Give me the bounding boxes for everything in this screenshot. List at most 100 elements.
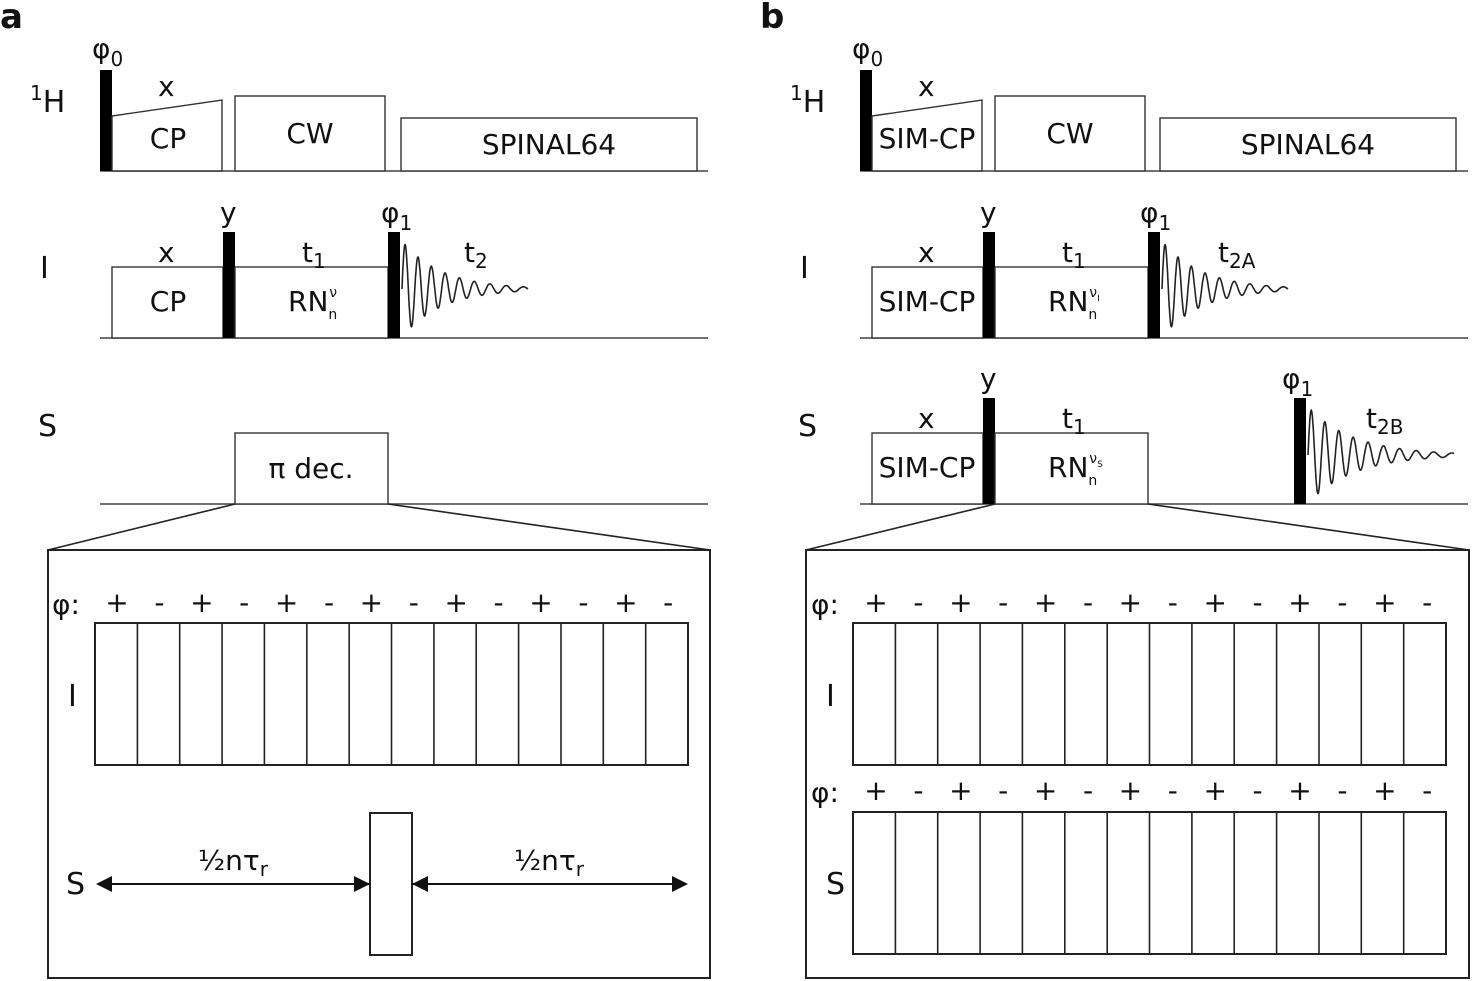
panel-a-inset-sign: + (529, 586, 552, 619)
panel-a-inset-frame (47, 549, 711, 979)
panel-b-s-channel: S x SIM-CP y t1 RNnνS φ1 t2B (798, 362, 1468, 505)
panel-b-i-phase: φ1 (1140, 196, 1171, 235)
panel-a-i-y-label: y (220, 196, 237, 229)
panel-b-inset-i-sign: - (1422, 586, 1432, 619)
panel-a-h-cp-ramp (111, 99, 223, 172)
panel-b-s-recoupling-block (994, 432, 1149, 505)
panel-b-h-channel: 1H φ0 x SIM-CP CW SPINAL64 (790, 32, 1468, 172)
panel-a-inset-sign: - (663, 586, 673, 619)
panel-b-inset-frame (805, 549, 1470, 979)
panel-b-i-cp-label: SIM-CP (879, 285, 976, 318)
panel-a-i-cp-phase: x (158, 236, 175, 269)
panel-a-h-channel: 1H φ0 x CP CW SPINAL64 (30, 32, 708, 172)
panel-b-inset-s-sign: + (1119, 774, 1142, 807)
panel-b-h-cp-label: SIM-CP (879, 122, 976, 155)
panel-b-i-label: I (800, 251, 809, 286)
panel-b-inset-i-sign: - (913, 586, 923, 619)
panel-b-zoom-line-right (1147, 503, 1470, 551)
panel-a-inset-sign: + (275, 586, 298, 619)
panel-a-inset-sign: + (444, 586, 467, 619)
panel-b-inset-s-sign: - (1083, 774, 1093, 807)
panel-b-s-recoupling-label: RNnνS (1048, 451, 1103, 489)
panel-a-inset-half-right: ½nτr (514, 844, 585, 881)
panel-a-h-cw-block (234, 95, 386, 172)
panel-a-s-channel: S π dec. (38, 409, 708, 505)
panel-a-i-cp-label: CP (150, 285, 186, 318)
panel-b-inset-i-sign: - (1168, 586, 1178, 619)
panel-b-i-t2-label: t2A (1218, 236, 1256, 273)
panel-a-i-cp-block (111, 266, 224, 339)
panel-a-inset-sign: - (578, 586, 588, 619)
panel-b-h-label: 1H (790, 81, 825, 120)
panel-b-inset-s-sign: + (1034, 774, 1057, 807)
panel-a-zoom-line-left (47, 503, 236, 551)
panel-b-h-ramp-phase: x (918, 70, 935, 103)
panel-b-s-phase: φ1 (1282, 362, 1313, 401)
panel-b-inset-i-sign: + (1119, 586, 1142, 619)
panel-b-inset-i-sign: - (998, 586, 1008, 619)
panel-b-inset-s-sign: - (913, 774, 923, 807)
panel-b-inset-i-sign: + (864, 586, 887, 619)
panel-b-s-t1-label: t1 (1062, 402, 1086, 439)
panel-a-h-cw-label: CW (286, 117, 333, 150)
panel-a-s-pi-dec-block (234, 432, 389, 505)
panel-b-s-label: S (798, 409, 817, 444)
panel-b-s-phi1-pulse (1294, 398, 1306, 504)
panel-b-i-recoupling-block (994, 266, 1149, 339)
panel-b-i-t1-label: t1 (1062, 236, 1086, 273)
panel-b-s-y-pulse (983, 398, 995, 504)
panel-b-inset-s-sign: + (1203, 774, 1226, 807)
panel-a-inset-s-pi-pulse (369, 812, 413, 956)
panel-a: a 1H φ0 x CP CW SPINAL64 I x CP y t1 R (0, 0, 711, 979)
panel-a-h-ramp-phase: x (158, 70, 175, 103)
panel-a-inset-sign: + (614, 586, 637, 619)
panel-a-i-label: I (40, 251, 49, 286)
panel-a-i-phase: φ1 (381, 196, 412, 235)
panel-b-inset-s-sign: - (1422, 774, 1432, 807)
panel-a-s-label: S (38, 409, 57, 444)
panel-a-letter: a (0, 0, 23, 37)
panel-b-h-spinal-block (1159, 117, 1457, 172)
panel-a-i-recoupling-label: RNnν (288, 285, 337, 323)
panel-b-i-recoupling-label: RNnνI (1048, 285, 1100, 323)
panel-b-inset-s-sign: + (864, 774, 887, 807)
panel-a-i-channel: I x CP y t1 RNnν φ1 t2 (40, 196, 708, 339)
panel-a-inset-half-left: ½nτr (198, 844, 269, 881)
panel-b-inset-i-sign: + (1373, 586, 1396, 619)
panel-a-inset-arrow-right-head (412, 876, 428, 892)
panel-a-inset: φ: +-+-+-+-+-+-+- I S ½nτr ½nτr (47, 549, 711, 979)
panel-a-inset-sign: - (154, 586, 164, 619)
panel-b-inset-s-sign: - (1168, 774, 1178, 807)
panel-b-inset-i-sign: - (1253, 586, 1263, 619)
panel-b-inset-phi-label-s: φ: (811, 776, 839, 809)
panel-a-inset-sign: + (190, 586, 213, 619)
panel-b-s-t2-label: t2B (1366, 402, 1403, 439)
panel-b-s-cp-phase: x (918, 402, 935, 435)
panel-a-h-spinal-block (400, 117, 698, 172)
panel-b-h-cw-block (994, 95, 1146, 172)
panel-a-h-phase: φ0 (92, 32, 123, 71)
panel-a-i-t2-label: t2 (464, 236, 488, 273)
panel-a-h-spinal-label: SPINAL64 (482, 128, 616, 161)
panel-a-inset-sign: - (239, 586, 249, 619)
panel-b-inset: φ: +-+-+-+-+-+-+- I φ: +-+-+-+-+-+-+- S (805, 549, 1470, 979)
panel-a-i-fid (401, 243, 529, 328)
panel-a-s-pi-dec-label: π dec. (268, 452, 353, 485)
panel-a-inset-sign: - (409, 586, 419, 619)
panel-b-inset-i-sign: + (1288, 586, 1311, 619)
panel-a-h-label: 1H (30, 81, 65, 120)
panel-a-i-t1-label: t1 (302, 236, 326, 273)
panel-b-inset-i-sign: - (1337, 586, 1347, 619)
panel-a-inset-arrow-left-head (96, 876, 112, 892)
panel-a-inset-i-label: I (68, 679, 77, 714)
panel-a-i-y-pulse (223, 232, 235, 338)
panel-b: b 1H φ0 x SIM-CP CW SPINAL64 I x SIM-CP … (760, 0, 1470, 979)
panel-b-s-y-label: y (980, 362, 997, 395)
panel-b-h-phase: φ0 (852, 32, 883, 71)
panel-b-inset-s-sign: + (1373, 774, 1396, 807)
panel-a-inset-sign: + (105, 586, 128, 619)
panel-b-inset-i-sign: + (949, 586, 972, 619)
panel-b-inset-i-sign: + (1034, 586, 1057, 619)
panel-a-i-phi1-pulse (388, 232, 400, 338)
panel-a-inset-sign: - (324, 586, 334, 619)
